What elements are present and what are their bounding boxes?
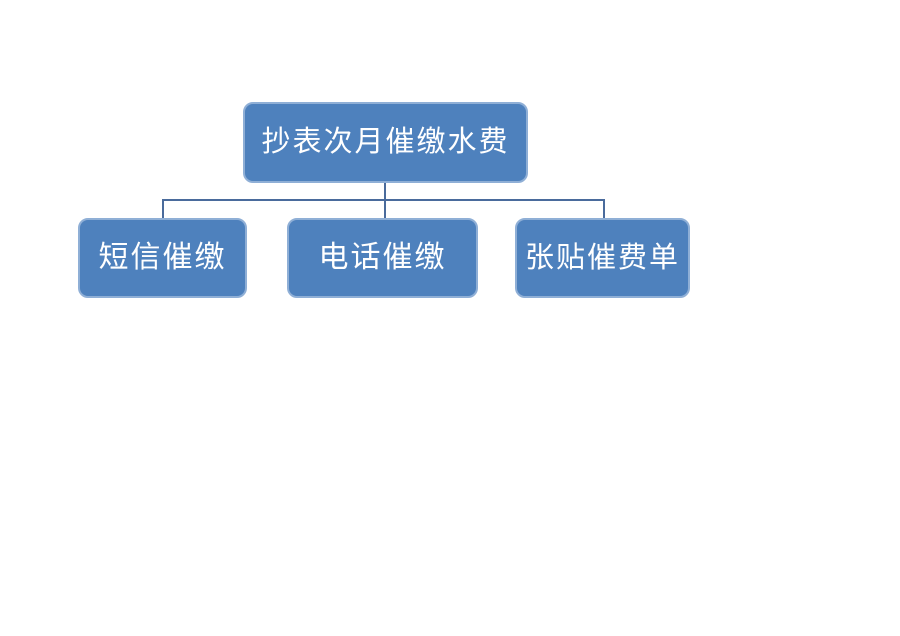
org-node-sms-label: 短信催缴	[98, 241, 227, 274]
org-node-notice-label: 张贴催费单	[524, 241, 680, 274]
org-node-sms: 短信催缴	[78, 218, 247, 298]
org-node-root-label: 抄表次月催缴水费	[261, 126, 510, 158]
org-node-root: 抄表次月催缴水费	[243, 102, 528, 183]
connector-drop-left	[162, 199, 164, 218]
connector-root-stub	[384, 183, 386, 201]
connector-drop-right	[603, 199, 605, 218]
org-node-notice: 张贴催费单	[515, 218, 690, 298]
org-node-phone: 电话催缴	[287, 218, 478, 298]
connector-drop-middle	[384, 199, 386, 218]
org-node-phone-label: 电话催缴	[318, 241, 447, 274]
connector-horizontal-bar	[162, 199, 605, 201]
